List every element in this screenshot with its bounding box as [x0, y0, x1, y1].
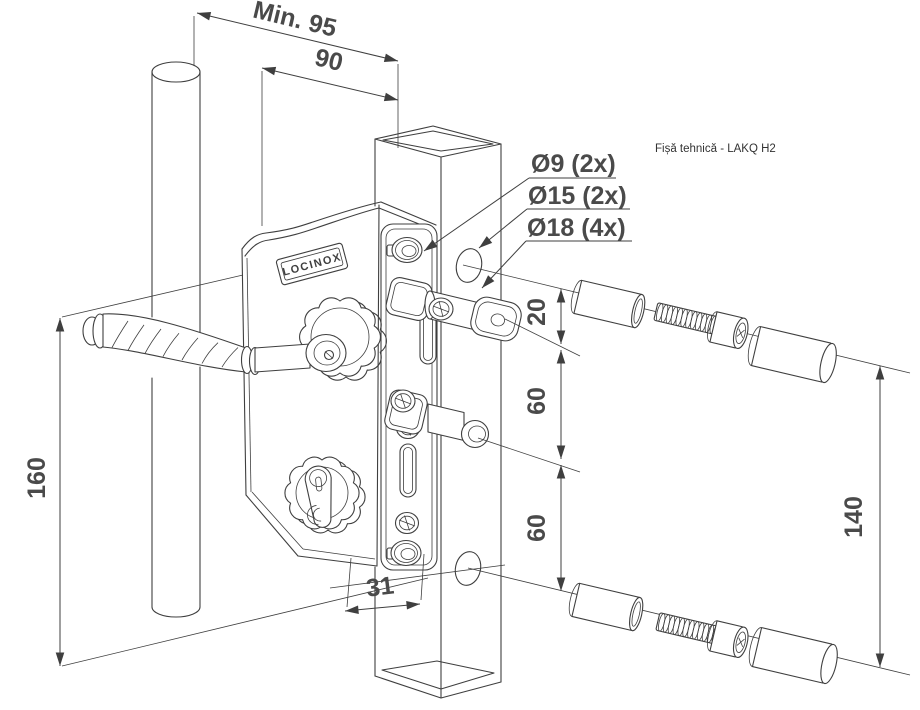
handle [82, 313, 347, 376]
sheet-title: Fișă tehnică - LAKQ H2 [655, 143, 776, 155]
cylinder-rosette [284, 456, 366, 534]
callout-d15: Ø15 (2x) [478, 182, 630, 249]
dimension-31: 31 [344, 553, 425, 615]
socket-bolt-head [707, 620, 749, 658]
adjuster-bottom [386, 539, 422, 567]
dim-label-60-lower: 60 [523, 514, 551, 542]
screw-lower [394, 511, 420, 535]
socket-bolt-head [707, 311, 749, 349]
latch-screw [428, 297, 454, 321]
latch-pin [385, 277, 522, 342]
dim-label-160: 160 [23, 457, 51, 499]
cap-sleeve [747, 326, 837, 384]
gate-lock: LOCINOX [82, 201, 522, 571]
deadbolt-screw [390, 389, 416, 413]
callout-label-d15: Ø15 (2x) [528, 182, 627, 210]
dim-label-20: 20 [523, 298, 551, 326]
spacer-tube [568, 582, 644, 632]
dimension-140: 140 [840, 366, 885, 667]
fastener-set-top [570, 279, 837, 384]
callout-d18: Ø18 (4x) [481, 214, 632, 289]
threaded-shank [653, 302, 719, 335]
locinox-nameplate: LOCINOX [275, 242, 349, 286]
callout-label-d18: Ø18 (4x) [527, 214, 626, 242]
cap-sleeve [748, 627, 838, 685]
callout-label-d9: Ø9 (2x) [531, 150, 616, 178]
euro-cylinder [304, 465, 332, 528]
spacer-tube [570, 279, 646, 329]
dim-label-31: 31 [365, 571, 396, 602]
dimension-min95: Min. 95 [193, 0, 399, 148]
slot-lower [399, 443, 417, 498]
threaded-shank [655, 612, 721, 645]
round-post [151, 61, 201, 618]
key-slot [315, 476, 323, 492]
fastener-set-bottom [568, 582, 838, 685]
callout-d9: Ø9 (2x) [423, 150, 616, 252]
adjuster-top [386, 236, 423, 264]
dimension-90: 90 [261, 43, 399, 226]
dimension-stack-20-60-60: 20 60 60 [477, 289, 581, 591]
dim-label-140: 140 [840, 496, 868, 538]
latch-keep [470, 296, 522, 342]
deadbolt-pin [384, 389, 490, 449]
dim-label-90: 90 [312, 43, 346, 77]
post-hole-upper [455, 248, 483, 283]
dim-label-60-upper: 60 [523, 387, 551, 415]
square-post [374, 125, 502, 699]
dimension-160: 160 [23, 274, 429, 667]
